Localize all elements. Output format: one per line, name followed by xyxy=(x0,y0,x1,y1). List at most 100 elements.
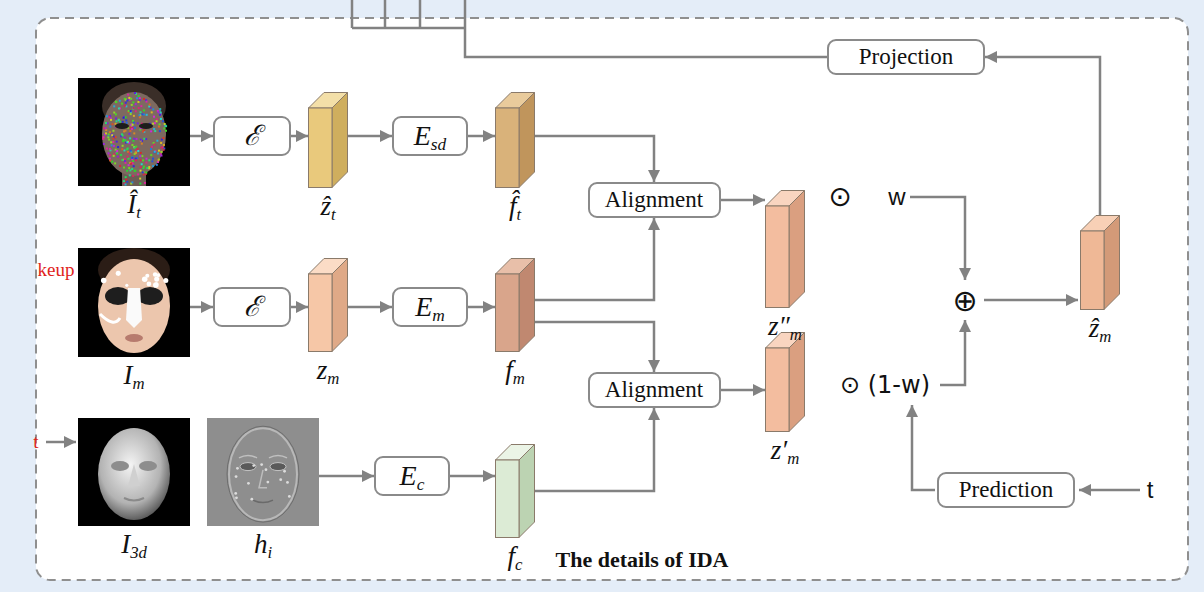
noise-speck xyxy=(115,136,117,138)
slab-side xyxy=(332,259,348,352)
noise-speck xyxy=(150,154,152,156)
mouth-mark xyxy=(253,500,273,503)
paint-dot xyxy=(101,278,107,284)
noise-speck xyxy=(143,138,145,140)
noise-speck xyxy=(129,169,131,171)
noise-speck xyxy=(153,116,155,118)
noise-speck xyxy=(143,109,145,111)
math-subscript: m xyxy=(1099,327,1111,346)
noise-speck xyxy=(135,152,137,154)
flow-arrow xyxy=(190,135,213,138)
noise-speck xyxy=(160,111,162,113)
noise-speck xyxy=(150,148,152,150)
slab-side xyxy=(519,445,535,538)
noise-speck xyxy=(142,167,144,169)
noise-speck xyxy=(117,156,119,158)
flow-arrow xyxy=(348,306,392,309)
noise-speck xyxy=(132,175,134,177)
noise-speck xyxy=(121,148,123,150)
noise-speck xyxy=(157,111,159,113)
noise-speck xyxy=(153,144,155,146)
noise-speck xyxy=(141,113,143,115)
flow-arrow xyxy=(319,475,374,478)
noise-speck xyxy=(108,139,110,141)
noise-speck xyxy=(133,132,135,134)
noise-speck xyxy=(139,116,141,118)
mouth xyxy=(125,334,143,342)
noise-speck xyxy=(120,154,122,156)
noise-speck xyxy=(133,146,135,148)
noise-speck xyxy=(135,103,137,105)
noise-speck xyxy=(113,155,115,157)
noise-speck xyxy=(112,123,114,125)
noise-speck xyxy=(139,97,141,99)
noise-speck xyxy=(112,138,114,140)
detail-dot xyxy=(283,470,286,473)
noise-speck xyxy=(148,105,150,107)
noise-speck xyxy=(133,107,135,109)
weight-wire xyxy=(940,320,965,385)
alignment-box: Alignment xyxy=(588,372,721,408)
noise-speck xyxy=(159,114,161,116)
nose-mark xyxy=(259,470,267,488)
noise-speck xyxy=(134,92,136,94)
noise-speck xyxy=(140,166,142,168)
eye-paint xyxy=(105,287,131,305)
noise-speck xyxy=(128,167,130,169)
noise-speck xyxy=(144,182,146,184)
noise-speck xyxy=(105,122,107,124)
eye-mark xyxy=(240,463,256,471)
flow-arrow xyxy=(190,306,213,309)
noise-speck xyxy=(139,114,141,116)
noise-speck xyxy=(143,98,145,100)
alignment-box: Alignment xyxy=(588,182,721,218)
feature-map: fm xyxy=(495,258,535,352)
math-base: E xyxy=(414,120,431,151)
feature-slab xyxy=(765,190,805,308)
projection-output-wire xyxy=(352,0,827,57)
eye xyxy=(115,123,129,129)
noise-speck xyxy=(140,111,142,113)
noise-speck xyxy=(146,114,148,116)
aligned-map: z″m xyxy=(765,190,805,308)
feature-slab xyxy=(495,444,535,538)
noise-speck xyxy=(123,138,125,140)
noise-speck xyxy=(124,158,126,160)
detail-dot xyxy=(247,482,250,485)
detail-dot xyxy=(236,467,239,470)
math-base: z xyxy=(317,355,328,385)
noise-speck xyxy=(108,116,110,118)
noise-speck xyxy=(158,126,160,128)
sum-symbol: ⊕ xyxy=(952,284,977,317)
noise-speck xyxy=(154,151,156,153)
prediction-wire xyxy=(912,405,935,490)
noise-speck xyxy=(153,128,155,130)
brow-mark xyxy=(269,455,287,458)
noise-speck xyxy=(163,144,165,146)
math-base: f xyxy=(505,355,513,385)
noise-speck xyxy=(132,120,134,122)
paint-dot xyxy=(163,278,168,283)
noise-speck xyxy=(130,150,132,152)
symbol-label: z′m xyxy=(771,436,800,464)
noise-speck xyxy=(131,104,133,106)
noise-speck xyxy=(129,130,131,132)
noise-speck xyxy=(126,148,128,150)
paint-dot xyxy=(154,277,159,282)
noise-speck xyxy=(145,162,147,164)
noise-speck xyxy=(109,131,111,133)
noise-speck xyxy=(116,141,118,143)
detail-image: hi xyxy=(207,418,319,526)
detail-dot xyxy=(260,463,263,466)
noise-speck xyxy=(117,146,119,148)
noise-speck xyxy=(116,150,118,152)
latent-map: ẑt xyxy=(308,92,348,188)
noise-speck xyxy=(121,159,123,161)
figure-caption: The details of IDA xyxy=(556,548,729,572)
noise-speck xyxy=(112,135,114,137)
noise-speck xyxy=(134,127,136,129)
noise-speck xyxy=(130,98,132,100)
flow-arrow xyxy=(535,218,654,300)
noise-speck xyxy=(156,118,158,120)
noise-speck xyxy=(123,180,125,182)
